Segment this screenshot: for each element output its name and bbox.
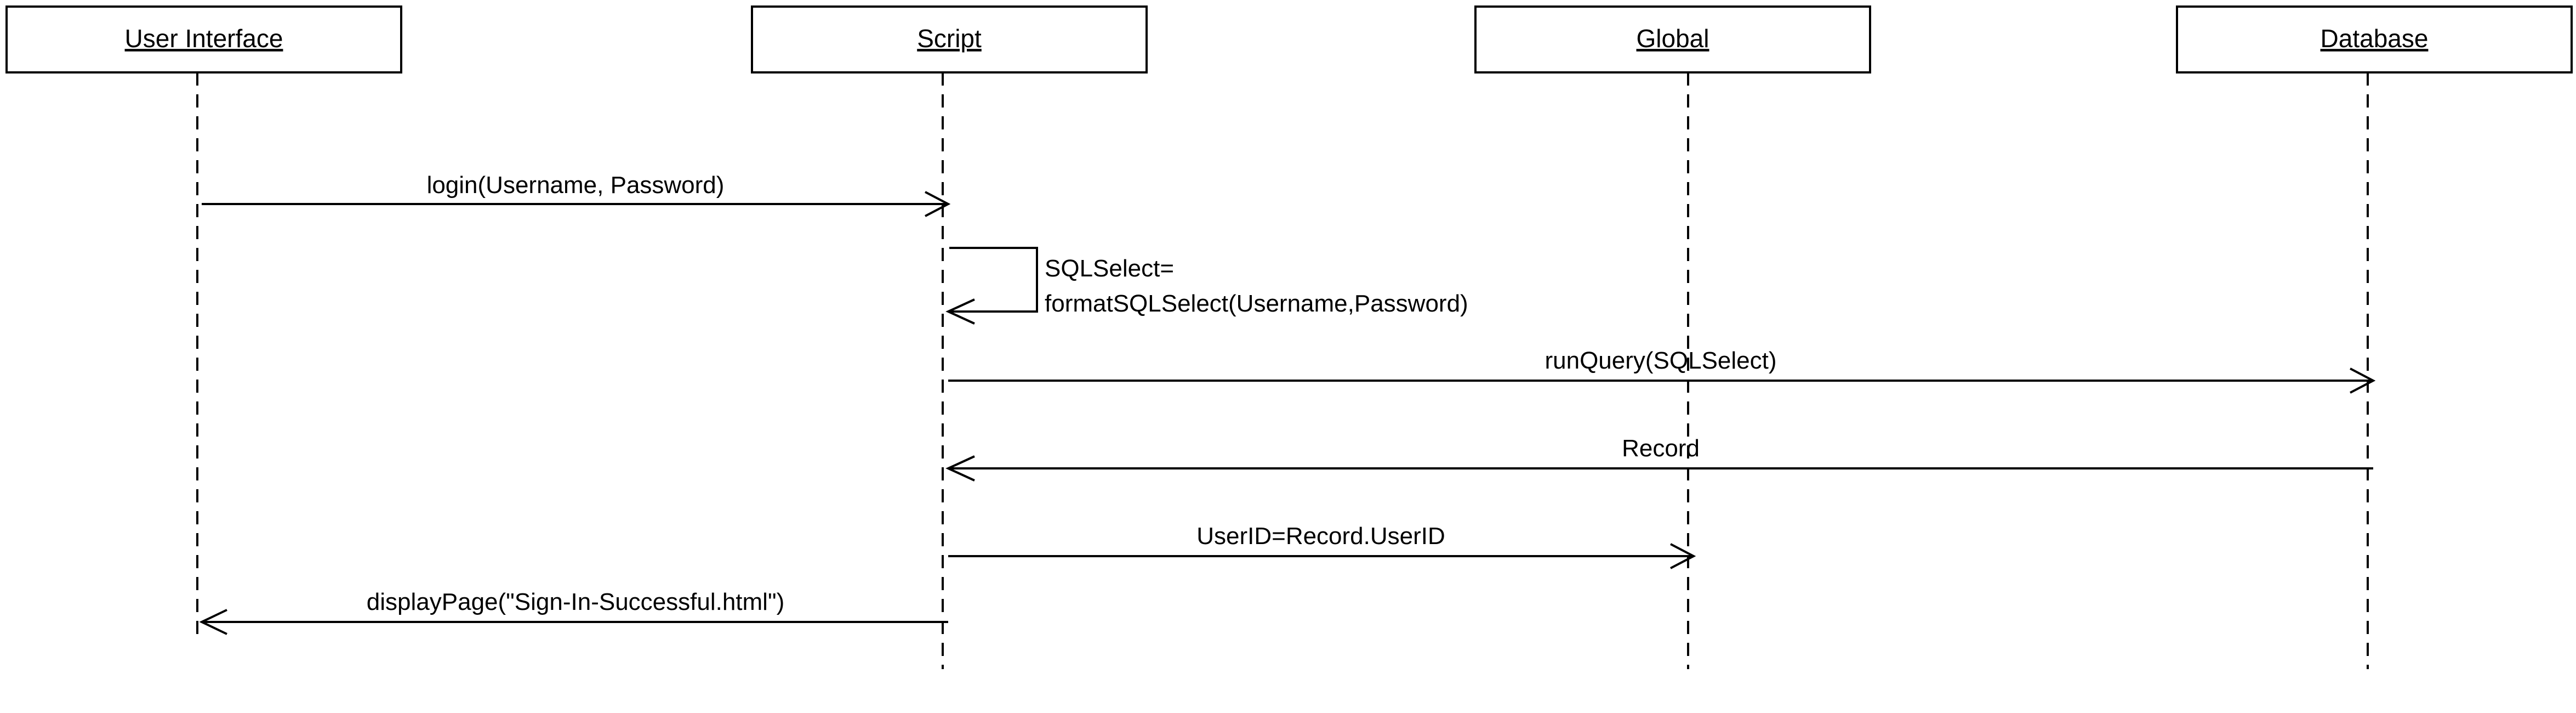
open-arrowhead-left [199,609,227,635]
message-label: Record [1622,435,1700,462]
participant-script: Script [751,5,1148,669]
message-label-line: formatSQLSelect(Username,Password) [1045,290,1468,317]
open-arrowhead-right [925,191,951,217]
participant-title: User Interface [125,24,283,53]
message-login: login(Username, Password) [202,172,951,217]
participant-title: Script [917,24,982,53]
message-label: displayPage("Sign-In-Successful.html") [367,588,784,615]
message-label: runQuery(SQLSelect) [1545,347,1776,374]
participant-global: Global [1474,5,1871,669]
message-self-call: SQLSelect= formatSQLSelect(Username,Pass… [945,247,1468,325]
participant-database: Database [2176,5,2573,669]
message-label-line: SQLSelect= [1045,255,1174,282]
message-run-query: runQuery(SQLSelect) [948,347,2376,394]
open-arrowhead-right [2350,367,2376,394]
participant-title: Database [2321,24,2429,53]
participant-box [5,5,402,73]
open-arrowhead-right [1670,543,1696,569]
participant-user-interface: User Interface [5,5,402,642]
participant-box [751,5,1148,73]
self-call-line [948,247,1038,313]
message-display-page: displayPage("Sign-In-Successful.html") [199,588,948,635]
open-arrowhead-left [945,455,975,482]
message-userid: UserID=Record.UserID [948,523,1696,569]
participant-box [2176,5,2573,73]
message-label: UserID=Record.UserID [1196,523,1445,550]
message-label: login(Username, Password) [427,172,725,199]
message-record: Record [945,435,2373,482]
participant-box [1474,5,1871,73]
open-arrowhead-left [945,298,975,325]
participant-title: Global [1637,24,1709,53]
